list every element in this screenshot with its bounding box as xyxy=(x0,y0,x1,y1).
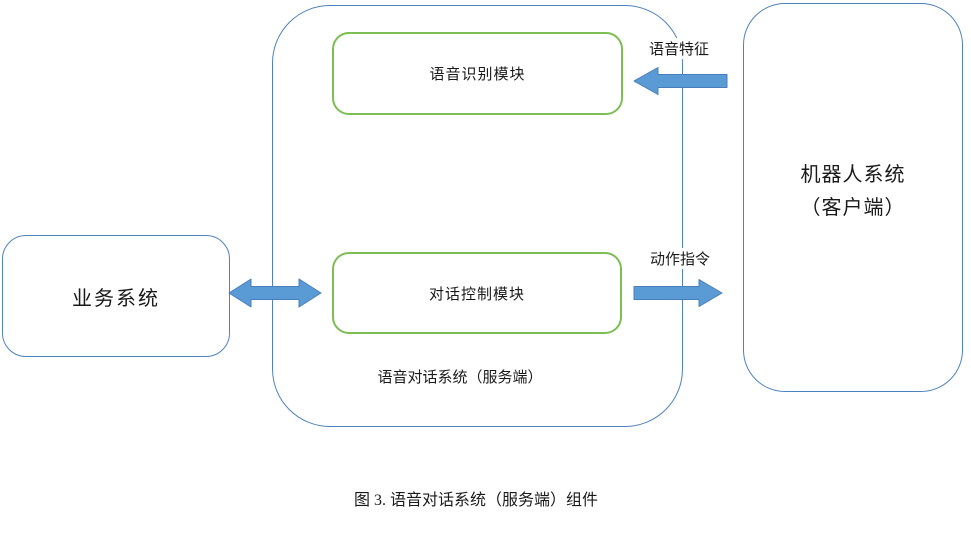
dialog-control-module-label: 对话控制模块 xyxy=(428,286,525,303)
dialog-control-module-box: 对话控制模块 xyxy=(332,252,622,334)
speech-feature-arrow-label: 语音特征 xyxy=(630,38,728,59)
robot-system-box: 机器人系统 （客户端） xyxy=(743,3,963,392)
robot-system-label-line1: 机器人系统 xyxy=(800,163,906,186)
business-system-label: 业务系统 xyxy=(72,287,160,310)
robot-system-label-line2: （客户端） xyxy=(800,196,906,219)
business-system-box: 业务系统 xyxy=(2,235,230,357)
action-command-arrow xyxy=(633,279,723,307)
speech-feature-arrow xyxy=(633,67,728,95)
server-system-label: 语音对话系统（服务端） xyxy=(377,370,543,386)
bidirectional-arrow xyxy=(228,278,322,308)
figure-caption: 图 3. 语音对话系统（服务端）组件 xyxy=(353,492,598,509)
speech-recognition-module-box: 语音识别模块 xyxy=(332,32,623,115)
robot-system-label: 机器人系统 （客户端） xyxy=(801,159,906,225)
speech-recognition-module-label: 语音识别模块 xyxy=(429,67,526,83)
action-command-arrow-label: 动作指令 xyxy=(631,248,729,269)
